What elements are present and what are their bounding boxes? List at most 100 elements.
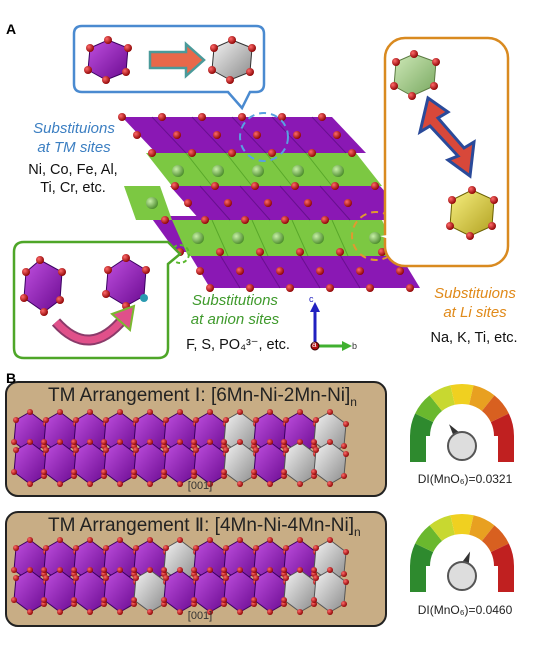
oxygen-atom xyxy=(267,409,273,415)
oxygen-atom xyxy=(87,567,93,573)
oxygen-atom xyxy=(13,417,19,423)
oxygen-atom xyxy=(27,537,33,543)
oxygen-atom xyxy=(27,567,33,573)
oxygen-atom xyxy=(71,439,77,445)
oxygen-atom xyxy=(251,597,257,603)
oxygen-atom xyxy=(147,567,153,573)
arrangement-2-direction: [001] xyxy=(187,610,213,622)
oxygen-atom xyxy=(27,409,33,415)
oxygen-atom xyxy=(267,567,273,573)
oxygen-atom xyxy=(163,447,169,453)
oxygen-atom xyxy=(131,597,137,603)
gauge-leg-right xyxy=(498,436,514,462)
oxygen-atom xyxy=(267,609,273,615)
anion-sites-title-line1: Substitutions xyxy=(192,292,278,309)
oxygen-atom xyxy=(57,439,63,445)
oxygen-atom xyxy=(13,447,19,453)
oxygen-atom xyxy=(297,481,303,487)
oxygen-atom xyxy=(11,439,17,445)
oxygen-atom xyxy=(237,439,243,445)
gauge-segment xyxy=(415,525,443,553)
tm-callout xyxy=(72,24,266,111)
oxygen-atom xyxy=(207,409,213,415)
oxygen-atom xyxy=(237,609,243,615)
oxygen-atom xyxy=(161,439,167,445)
oxygen-atom xyxy=(341,443,347,449)
oxygen-atom xyxy=(267,439,273,445)
oxygen-atom xyxy=(281,469,287,475)
oxygen-atom xyxy=(253,447,259,453)
oxygen-atom xyxy=(207,609,213,615)
gauge-segment xyxy=(410,413,434,436)
oxygen-atom xyxy=(163,545,169,551)
oxygen-atom xyxy=(41,469,47,475)
oxygen-atom xyxy=(311,597,317,603)
lightning-arrow-icon xyxy=(417,95,476,179)
panel-b-letter: B xyxy=(6,370,17,386)
tm-sites-elements: Ni, Co, Fe, Al, Ti, Cr, etc. xyxy=(8,161,138,197)
distortion-gauge-1 xyxy=(410,384,514,462)
arrangement-1-title-text: TM Arrangement Ⅰ: [6Mn-Ni-2Mn-Ni] xyxy=(48,385,351,406)
oxygen-atom xyxy=(41,597,47,603)
distortion-gauge-2 xyxy=(410,514,514,592)
oxygen-atom xyxy=(251,567,257,573)
oxygen-atom xyxy=(267,537,273,543)
oxygen-atom xyxy=(177,609,183,615)
gauge-hub xyxy=(447,561,477,591)
oxygen-atom xyxy=(13,575,19,581)
oxygen-atom xyxy=(237,481,243,487)
oxygen-atom xyxy=(163,575,169,581)
oxygen-atom xyxy=(177,537,183,543)
tm-sites-title-line2: at TM sites xyxy=(37,138,111,156)
tm-sites-title: Substituions at TM sites xyxy=(14,120,134,158)
oxygen-atom xyxy=(207,439,213,445)
oxygen-atom xyxy=(193,447,199,453)
oxygen-atom xyxy=(117,537,123,543)
oxygen-atom xyxy=(313,447,319,453)
arrangement-2-title: TM Arrangement Ⅱ: [4Mn-Ni-4Mn-Ni]n xyxy=(48,514,361,539)
oxygen-atom xyxy=(237,537,243,543)
oxygen-atom xyxy=(221,439,227,445)
oxygen-atom xyxy=(223,447,229,453)
oxygen-atom xyxy=(283,575,289,581)
arrangement-1-subscript: n xyxy=(350,394,357,409)
oxygen-atom xyxy=(237,567,243,573)
gauge-segment xyxy=(490,543,514,566)
arrangement-1-direction: [001] xyxy=(187,480,213,492)
gauge-segment xyxy=(415,395,443,423)
oxygen-atom xyxy=(73,545,79,551)
oxygen-atom xyxy=(283,417,289,423)
oxygen-atom xyxy=(43,417,49,423)
oxygen-atom xyxy=(57,567,63,573)
oxygen-atom xyxy=(221,597,227,603)
oxygen-atom xyxy=(43,545,49,551)
oxygen-atom xyxy=(87,439,93,445)
oxygen-atom xyxy=(103,417,109,423)
oxygen-atom xyxy=(147,481,153,487)
oxygen-atom xyxy=(341,473,347,479)
gauge-leg-left xyxy=(410,566,426,592)
oxygen-atom xyxy=(131,469,137,475)
oxygen-atom xyxy=(297,439,303,445)
oxygen-atom xyxy=(163,417,169,423)
oxygen-atom xyxy=(103,447,109,453)
axis-c-label: c xyxy=(309,294,314,304)
li-sites-elements: Na, K, Ti, etc. xyxy=(430,330,518,346)
oxygen-atom xyxy=(343,579,349,585)
oxygen-atom xyxy=(27,481,33,487)
oxygen-atom xyxy=(191,469,197,475)
oxygen-atom xyxy=(177,409,183,415)
gauge-segment xyxy=(450,514,474,535)
li-sites-title: Substituions at Li sites xyxy=(412,285,538,323)
oxygen-atom xyxy=(191,439,197,445)
oxygen-atom xyxy=(207,481,213,487)
oxygen-atom xyxy=(133,575,139,581)
gauge-segment xyxy=(481,395,509,423)
oxygen-atom xyxy=(193,417,199,423)
oxygen-atom xyxy=(101,439,107,445)
oxygen-atom xyxy=(131,439,137,445)
curved-arrow-icon xyxy=(110,304,136,332)
anion-sites-elements: F, S, PO₄³⁻, etc. xyxy=(186,337,290,353)
oxygen-atom xyxy=(311,439,317,445)
oxygen-atom xyxy=(117,439,123,445)
